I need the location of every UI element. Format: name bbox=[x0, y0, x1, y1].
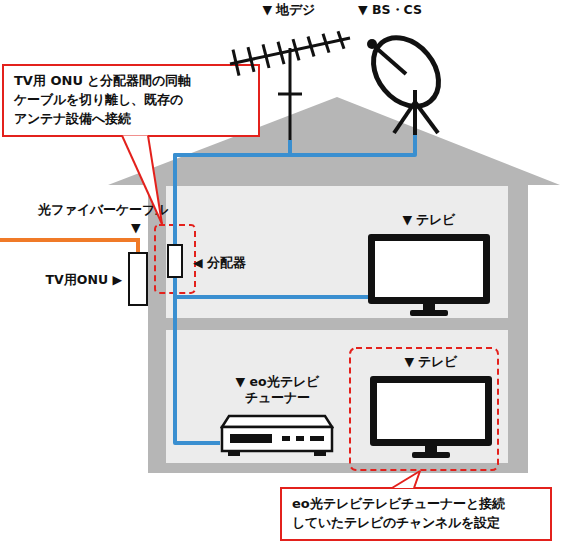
tuner-foot bbox=[314, 451, 326, 456]
node-label: ▼ BS・CS bbox=[352, 2, 428, 18]
node-label: TV用 ONU と分配器間の同軸 ケーブルを切り離し、既存の アンテナ設備へ接続 bbox=[14, 72, 248, 129]
tuner-button bbox=[296, 436, 304, 441]
tv-neck bbox=[425, 446, 437, 452]
antenna-element bbox=[308, 36, 314, 56]
upper-room bbox=[166, 186, 508, 318]
dish-leg bbox=[394, 102, 415, 133]
tv-set bbox=[370, 376, 492, 458]
dish-leg bbox=[415, 102, 438, 133]
tv-base bbox=[410, 310, 448, 316]
callout-box: eo光テレビテレビチューナーと接続 していたテレビのチャンネルを設定 bbox=[280, 487, 552, 541]
splitter-box: ◀ 分配器 bbox=[167, 244, 183, 278]
antenna-node: ▼ 地デジ bbox=[226, 2, 352, 140]
antenna-element bbox=[323, 34, 329, 53]
antenna-brace bbox=[278, 93, 302, 96]
callout-box: TV用 ONU と分配器間の同軸 ケーブルを切り離し、既存の アンテナ設備へ接続 bbox=[2, 64, 260, 137]
node-label: eo光テレビテレビチューナーと接続 していたテレビのチャンネルを設定 bbox=[292, 495, 540, 533]
free-label: 光ファイバーケーブル bbox=[38, 202, 168, 219]
node-label: ▼ テレビ bbox=[368, 212, 490, 228]
tuner-box bbox=[220, 414, 334, 458]
antenna-element bbox=[248, 47, 254, 72]
coax-cable bbox=[175, 278, 220, 443]
tuner-foot bbox=[228, 451, 240, 456]
callout-pointer-edge bbox=[122, 136, 162, 224]
tv-screen bbox=[377, 383, 485, 439]
callout-pointer-fill bbox=[392, 471, 420, 488]
tuner-node: ▼ eo光テレビ チューナー bbox=[220, 414, 334, 458]
callout-pointer-edge bbox=[414, 471, 420, 488]
antenna-element bbox=[293, 39, 299, 60]
node-label: ▼ eo光テレビ チューナー bbox=[216, 374, 338, 407]
node-label: ▼ 地デジ bbox=[226, 2, 352, 18]
node-label: TV用ONU ▶ bbox=[34, 272, 122, 288]
feed-arm bbox=[374, 46, 406, 74]
tv-node: ▼ テレビ bbox=[368, 234, 490, 316]
free-label: ▼ bbox=[131, 220, 141, 235]
antenna-element bbox=[263, 44, 269, 68]
node-label: ◀ 分配器 bbox=[193, 255, 246, 271]
feed-horn bbox=[367, 39, 377, 49]
coax-cable bbox=[175, 278, 368, 297]
tv-base bbox=[412, 452, 450, 458]
antenna-element bbox=[338, 31, 344, 49]
tv-node: ▼ テレビ bbox=[370, 376, 492, 458]
onu-box: TV用ONU ▶ bbox=[128, 252, 148, 306]
highlight-frame bbox=[350, 348, 498, 470]
tv-neck bbox=[423, 304, 435, 310]
tuner-top bbox=[222, 416, 332, 427]
tv-frame bbox=[368, 234, 490, 304]
tuner-button bbox=[282, 436, 290, 441]
tv-frame bbox=[370, 376, 492, 446]
antenna-element bbox=[278, 42, 284, 64]
fiber-cable bbox=[0, 240, 138, 254]
satellite-dish bbox=[352, 2, 462, 135]
tuner-display bbox=[310, 436, 324, 441]
tuner-front bbox=[222, 427, 332, 451]
house-outline bbox=[108, 97, 560, 473]
coax-cable bbox=[175, 135, 415, 244]
antenna-element bbox=[233, 50, 239, 76]
dish-reflector bbox=[360, 25, 452, 119]
tv-screen bbox=[375, 241, 483, 297]
dish-node: ▼ BS・CS bbox=[352, 2, 462, 135]
terrestrial-antenna bbox=[226, 2, 352, 140]
tv-set bbox=[368, 234, 490, 316]
callout-pointer-edge bbox=[148, 136, 162, 224]
dish-mast bbox=[413, 90, 417, 135]
callout-pointer-edge bbox=[392, 471, 420, 488]
node-label: ▼ テレビ bbox=[370, 354, 492, 370]
callout-pointer-fill bbox=[122, 136, 162, 224]
tuner-slot bbox=[230, 434, 272, 443]
